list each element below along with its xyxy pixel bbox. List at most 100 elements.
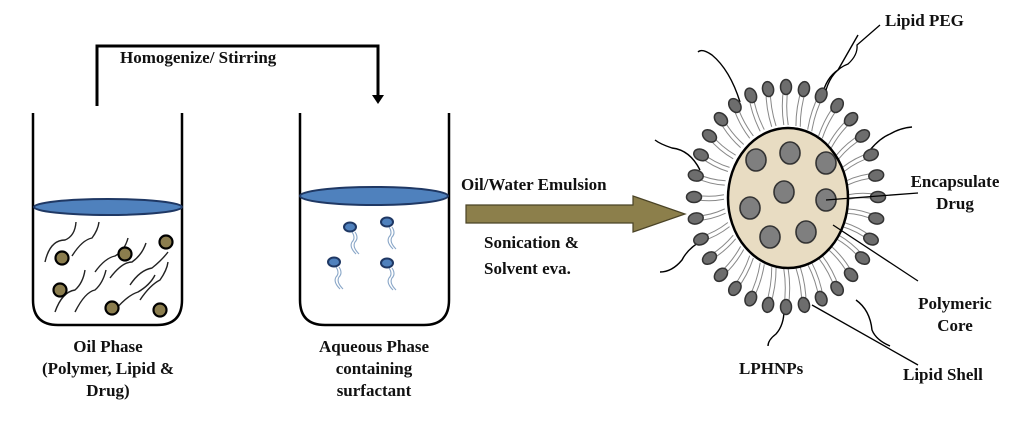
polymer-chain: [114, 274, 156, 311]
sonication-line-1: Sonication &: [484, 233, 579, 252]
sonication-label: Sonication & Solvent eva.: [484, 230, 579, 282]
surfactant-tail: [390, 267, 397, 291]
lipid-heads: [685, 78, 887, 316]
lipid-head: [727, 280, 742, 297]
encapsulate-drug-label: Encapsulate Drug: [895, 171, 1015, 215]
polymeric-core-label: Polymeric Core: [895, 293, 1015, 337]
emulsion-label: Oil/Water Emulsion: [461, 175, 607, 194]
surfactant-head: [380, 216, 394, 228]
polymer-chain: [74, 269, 107, 313]
homogenize-arrow: [95, 44, 384, 106]
peg-chain: [659, 239, 704, 273]
peg-chain: [855, 299, 891, 347]
oil-phase-beaker: [31, 113, 184, 327]
surfactant-molecules: [327, 216, 397, 291]
oil-phase-label: Oil Phase (Polymer, Lipid & Drug): [8, 336, 208, 402]
aqueous-phase-desc-1: containing: [335, 359, 413, 378]
lphnps-label: LPHNPs: [739, 359, 804, 378]
lipid-head: [701, 128, 718, 143]
drug-particle: [745, 148, 767, 172]
lipid-head: [727, 97, 742, 114]
peg-chain: [697, 49, 741, 103]
oil-phase-desc-2: Drug): [86, 381, 130, 400]
drug-particle: [759, 225, 781, 249]
lipid-head: [761, 296, 775, 314]
peg-chain: [767, 309, 785, 347]
lipid-head: [713, 111, 729, 127]
surfactant-head: [343, 221, 357, 233]
lipid-head: [854, 128, 871, 143]
drug-particle: [739, 196, 761, 220]
surfactant-tail: [337, 266, 344, 290]
drug-particle: [773, 180, 795, 204]
lipid-peg-label: Lipid PEG: [885, 11, 964, 30]
lipid-head: [814, 87, 828, 104]
surfactant-tail: [387, 267, 394, 291]
lipid-head: [779, 298, 793, 316]
oil-particle: [104, 300, 120, 316]
oil-phase-desc-1: (Polymer, Lipid &: [41, 359, 175, 378]
lipid-head: [854, 251, 871, 266]
polymer-chain: [54, 269, 86, 313]
core-label-line-2: Core: [937, 316, 973, 335]
lipid-head: [713, 267, 729, 283]
lipid-shell-label: Lipid Shell: [903, 365, 983, 384]
surfactant-tail: [353, 231, 360, 255]
aqueous-phase-beaker: [298, 113, 451, 327]
polymer-chain: [71, 221, 100, 257]
drug-label-line-1: Encapsulate: [910, 172, 1000, 191]
polymer-chain: [109, 242, 147, 279]
lipid-head: [830, 280, 845, 297]
drug-particle: [815, 151, 837, 175]
polymer-chain: [129, 251, 169, 286]
polymer-chain: [139, 261, 169, 301]
surfactant-head: [380, 257, 394, 269]
sonication-line-2: Solvent eva.: [484, 259, 571, 278]
encapsulated-drugs: [739, 141, 837, 249]
drug-particle: [779, 141, 801, 165]
lipid-head: [693, 232, 709, 246]
lipid-head: [779, 78, 793, 96]
aqueous-phase-title: Aqueous Phase: [318, 337, 430, 356]
lipid-head: [797, 296, 811, 314]
oil-liquid-surface: [33, 198, 183, 216]
surfactant-tail: [350, 231, 357, 255]
oil-phase-title: Oil Phase: [73, 337, 143, 356]
lphnp-nanoparticle: [654, 24, 919, 366]
drug-leader-line: [825, 192, 919, 201]
oil-particle: [152, 302, 168, 318]
lipid-head: [814, 290, 828, 307]
lipid-head: [863, 232, 879, 246]
lipid-head: [685, 190, 703, 204]
lipid-head: [687, 169, 704, 182]
polymer-chain: [94, 237, 129, 273]
drug-label-line-2: Drug: [936, 194, 974, 213]
lipid-head: [687, 212, 704, 225]
core-leader-line: [832, 224, 919, 282]
lipid-head: [830, 97, 845, 114]
surfactant-tail: [387, 226, 394, 250]
lipid-head: [693, 148, 709, 162]
peg-chain: [869, 126, 913, 151]
aqueous-phase-label: Aqueous Phase containing surfactant: [274, 336, 474, 402]
oil-particle: [54, 250, 70, 266]
lipid-head: [761, 80, 775, 98]
oil-particle: [52, 282, 68, 298]
oil-phase-contents: [44, 221, 174, 318]
aqueous-liquid-surface: [299, 186, 449, 206]
shell-leader-line: [811, 304, 919, 366]
oil-particle: [158, 234, 174, 250]
oil-particle: [117, 246, 133, 262]
lipid-head: [701, 251, 718, 266]
lipid-head: [868, 212, 885, 225]
lipid-head: [843, 267, 859, 283]
lipid-head: [744, 87, 758, 104]
lipid-head: [744, 290, 758, 307]
peg-chain: [654, 139, 701, 171]
lipid-head: [843, 111, 859, 127]
lipid-head: [868, 169, 885, 182]
polymer-chain: [44, 221, 77, 263]
aqueous-phase-desc-2: surfactant: [336, 381, 412, 400]
